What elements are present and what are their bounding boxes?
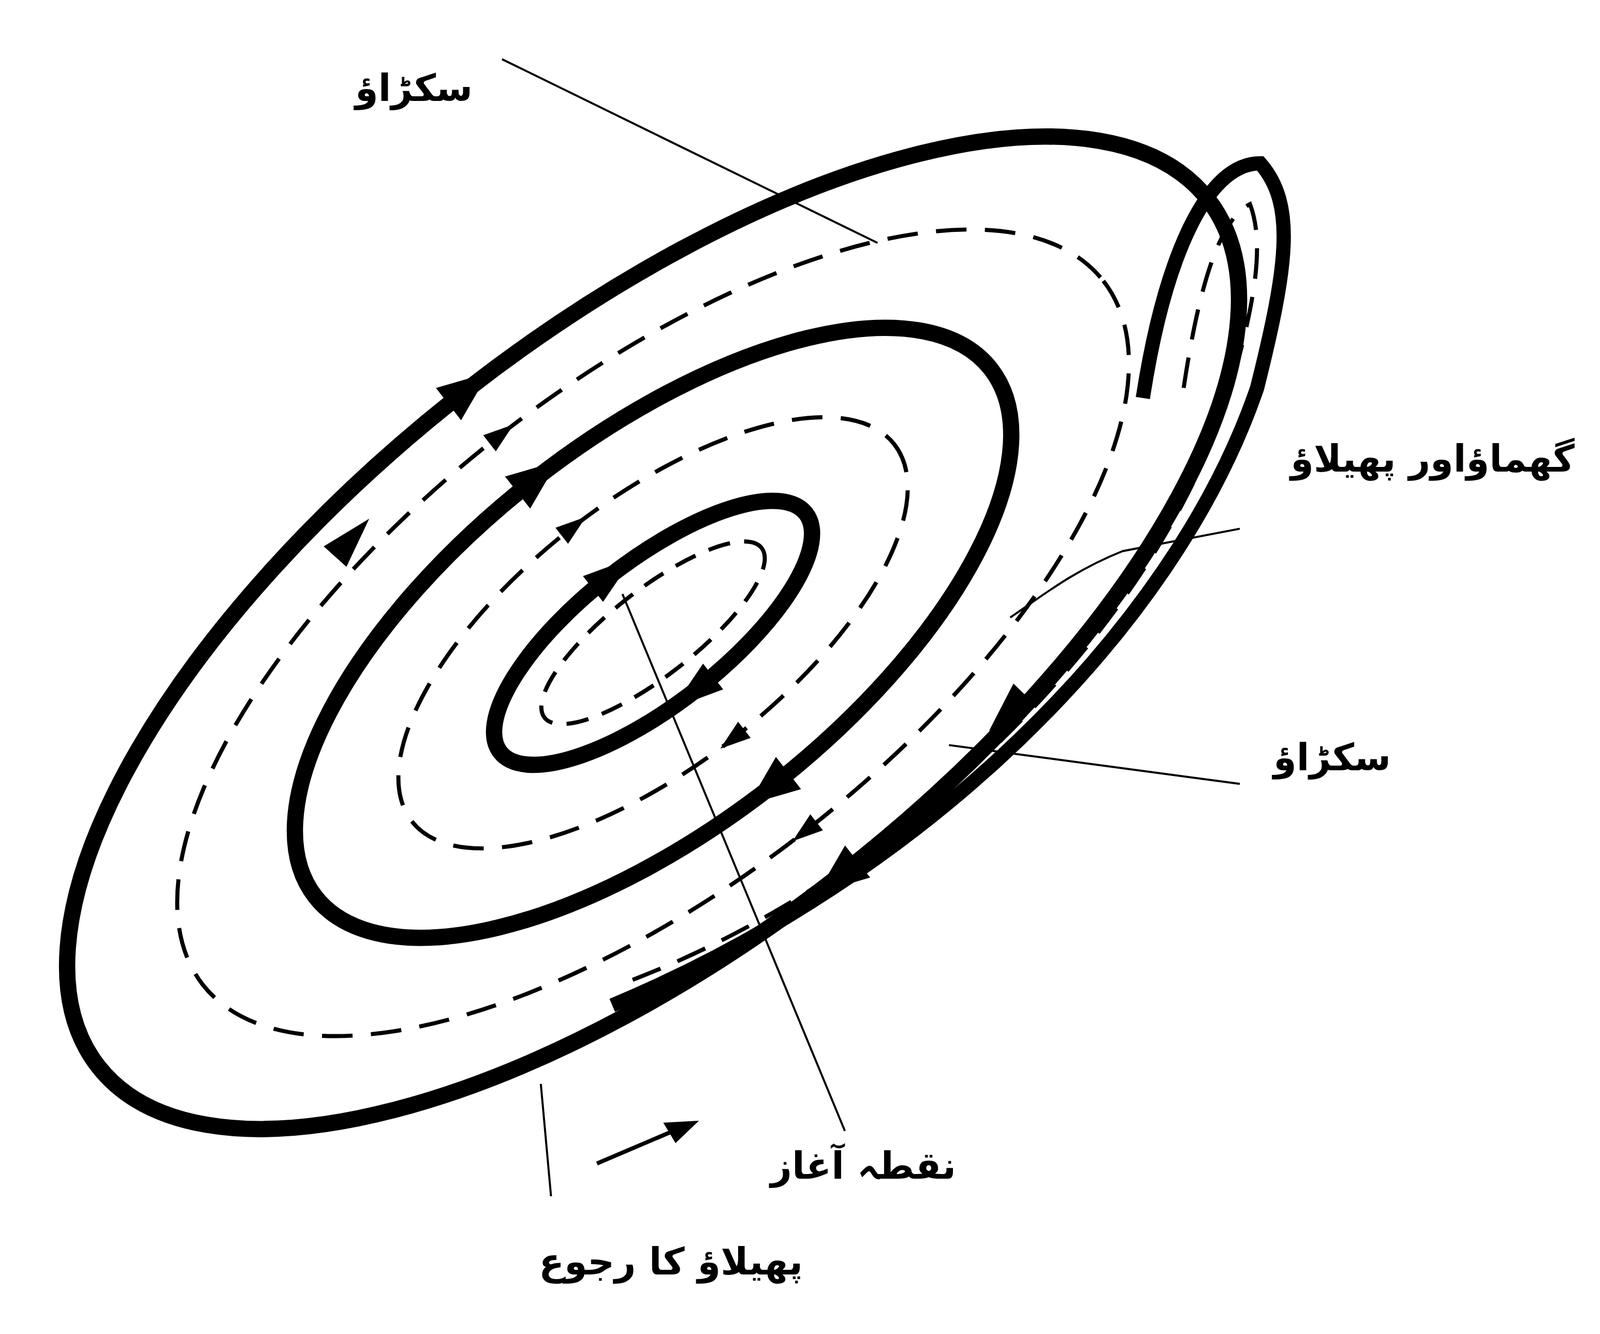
part-label: سکڑاؤ [349,63,478,114]
part-label: نقطہ آغاز [765,1140,962,1192]
part-label: گھماؤاور پھیلاؤ [1285,433,1580,485]
part-label: پھیلاؤ کا رجوع [533,1236,809,1288]
part-label: سکڑاؤ [1268,732,1397,784]
